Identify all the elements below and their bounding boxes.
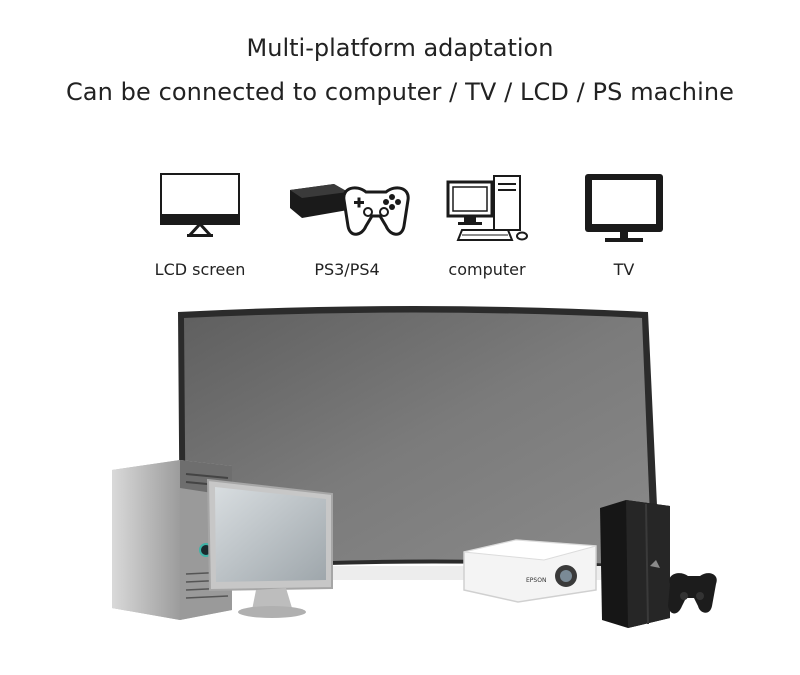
game-console-icon [290, 184, 410, 236]
tv-icon [585, 174, 663, 242]
device-lcd-screen: LCD screen [130, 170, 270, 279]
device-label-ps: PS3/PS4 [314, 260, 380, 279]
product-scene: EPSON [112, 306, 717, 628]
projector-brand: EPSON [526, 577, 546, 584]
device-computer: computer [417, 170, 557, 279]
device-ps3-ps4: PS3/PS4 [277, 170, 417, 279]
device-tv: TV [554, 170, 694, 279]
desktop-monitor [206, 478, 333, 618]
headline-primary: Multi-platform adaptation [246, 34, 554, 62]
headline-secondary: Can be connected to computer / TV / LCD … [65, 78, 735, 106]
device-label-computer: computer [448, 260, 526, 279]
ps-controller [668, 573, 717, 614]
ps4-console [600, 500, 670, 628]
projector: EPSON [463, 539, 597, 603]
lcd-monitor-icon [160, 173, 240, 238]
device-label-lcd: LCD screen [154, 260, 246, 279]
device-label-tv: TV [613, 260, 635, 279]
desktop-computer-icon [446, 175, 528, 241]
